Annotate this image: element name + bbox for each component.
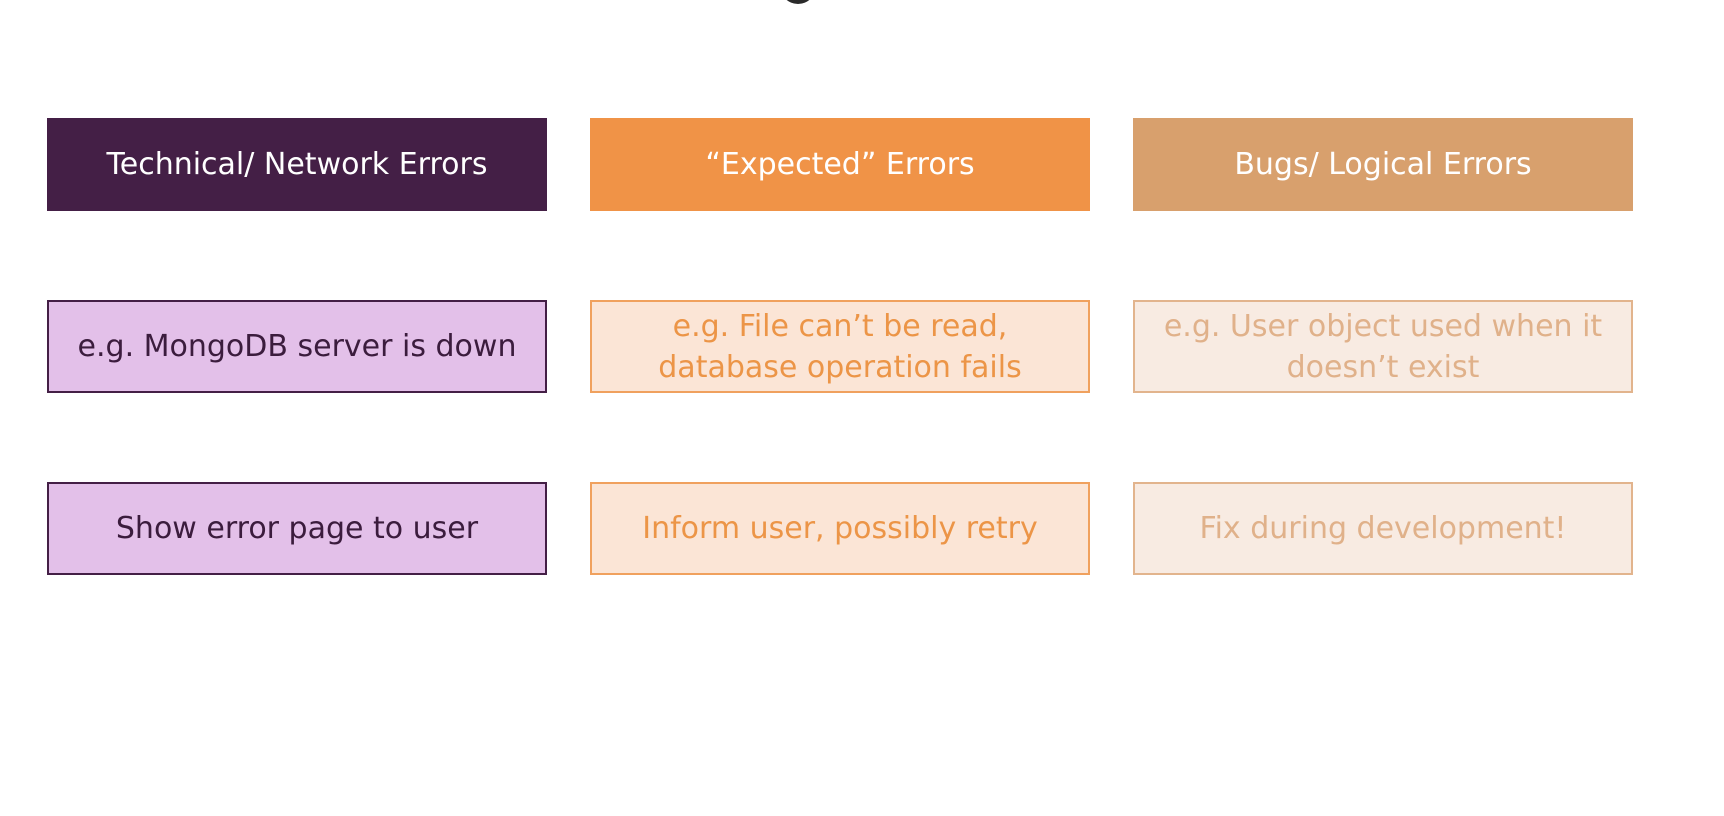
action-text: Inform user, possibly retry	[642, 511, 1038, 546]
action-text: Fix during development!	[1199, 511, 1567, 546]
bugs-logical-errors-action: Fix during development!	[1133, 482, 1633, 575]
header-label: Bugs/ Logical Errors	[1234, 147, 1532, 182]
technical-network-errors-header: Technical/ Network Errors	[47, 118, 547, 211]
bugs-logical-errors-example: e.g. User object used when it doesn’t ex…	[1133, 300, 1633, 393]
expected-errors-action: Inform user, possibly retry	[590, 482, 1090, 575]
example-text: e.g. File can’t be read, database operat…	[658, 308, 1022, 385]
header-label: “Expected” Errors	[705, 147, 975, 182]
technical-network-errors-action: Show error page to user	[47, 482, 547, 575]
header-label: Technical/ Network Errors	[106, 147, 488, 182]
example-text: e.g. MongoDB server is down	[77, 329, 517, 364]
expected-errors-example: e.g. File can’t be read, database operat…	[590, 300, 1090, 393]
action-text: Show error page to user	[115, 511, 479, 546]
bugs-logical-errors-header: Bugs/ Logical Errors	[1133, 118, 1633, 211]
title-fragment	[780, 0, 870, 4]
title-glyph	[780, 0, 816, 4]
example-text: e.g. User object used when it doesn’t ex…	[1163, 308, 1603, 385]
expected-errors-header: “Expected” Errors	[590, 118, 1090, 211]
technical-network-errors-example: e.g. MongoDB server is down	[47, 300, 547, 393]
